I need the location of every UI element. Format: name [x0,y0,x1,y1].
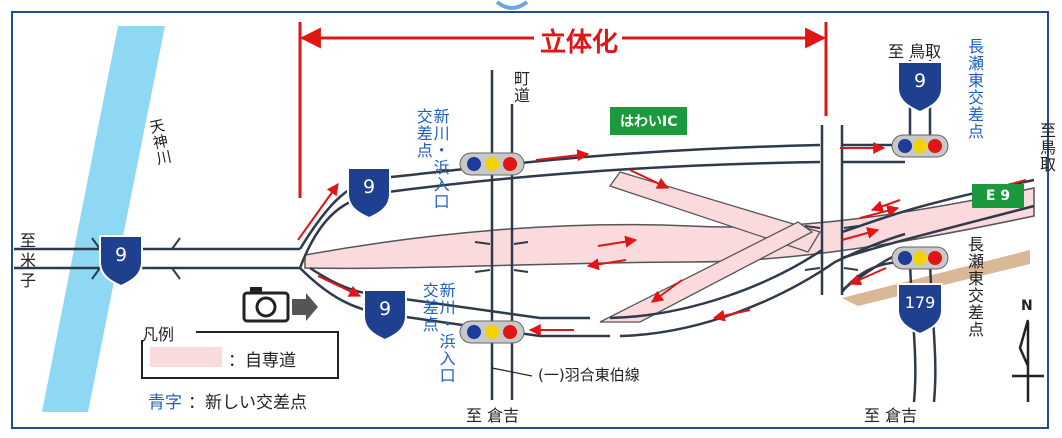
top-tab [495,0,529,10]
north-arrow-icon [1012,319,1044,402]
expressway-main [304,187,1035,270]
route9-upper-number: 9 [362,176,376,198]
title-label: 立体化 [536,22,622,59]
local-roads [14,60,1035,403]
to-tottori-top-label: 至 鳥取 [888,42,942,61]
grade-separation-bracket [298,22,828,198]
legend-blue-text-value: ：新しい交差点 [188,393,307,413]
leader-line [491,367,533,377]
tenjin-river [42,26,165,412]
to-tottori-right-label: 至鳥取 [1037,122,1056,173]
legend-blue-text-key: 青字 [148,393,182,413]
town-road-label: 町道 [508,70,532,104]
prefectural-road-label: (一)羽合東伯線 [538,366,640,384]
route9-lower-number: 9 [378,298,392,320]
intersection-shinkawa-north: 新川・浜入口交差点 [413,108,450,210]
to-yonago-label: 至米子 [17,232,36,292]
north-label: N [1021,298,1033,314]
hawai-ic-badge: はわいIC [610,107,688,135]
legend-title: 凡例 [142,325,175,344]
legend-expressway-text: ：自専道 [228,351,296,371]
legend-title-backing [136,322,196,340]
traffic-signals [459,134,949,344]
intersection-nagase-north: 長瀬東交差点 [965,38,984,140]
route9-north-number: 9 [913,70,927,92]
e9-badge: E 9 [972,184,1024,208]
intersection-nagase-south: 長瀬東交差点 [965,236,984,338]
to-kurayoshi-center-label: 至 倉吉 [466,406,520,425]
legend-expressway-swatch [150,347,222,367]
bridge-marks [91,225,859,280]
route179-number: 179 [904,293,936,312]
route9-west-number: 9 [114,244,128,266]
traffic-arrows [297,142,1027,336]
embankment [842,250,1030,306]
intersection-shinkawa-south: 新川・浜入口交差点 [419,282,456,384]
camera-icon [242,287,318,323]
route-shields [99,61,943,342]
to-kurayoshi-right-label: 至 倉吉 [864,406,918,425]
ramp-nw [608,171,821,253]
